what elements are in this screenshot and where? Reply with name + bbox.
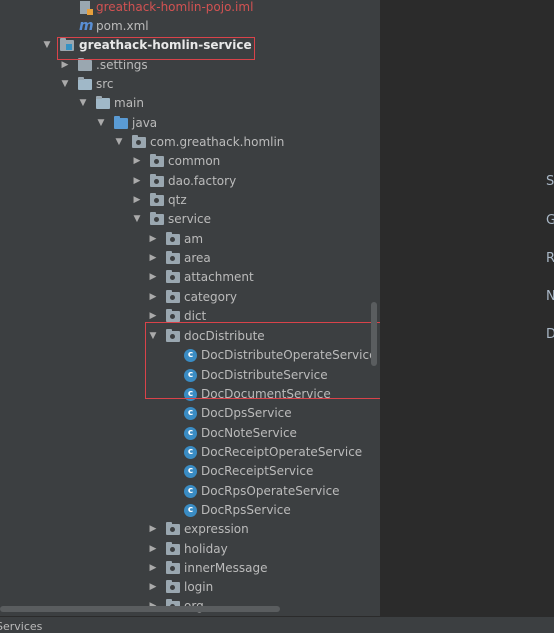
class-icon: c <box>184 407 197 420</box>
iml-file-label: greathack-homlin-pojo.iml <box>96 0 254 14</box>
service-label: service <box>168 212 211 226</box>
pom-file-label: pom.xml <box>96 19 149 33</box>
editor-area: S G R N D <box>380 0 554 616</box>
collapse-arrow-icon[interactable]: ▶ <box>61 60 69 70</box>
package-icon <box>132 135 146 148</box>
package-icon <box>166 251 180 264</box>
collapse-arrow-icon[interactable]: ▶ <box>133 156 141 166</box>
subpackage-label: qtz <box>168 193 187 207</box>
class-label: DocReceiptOperateService <box>201 445 363 459</box>
expand-arrow-icon[interactable]: ▼ <box>43 40 51 50</box>
expand-arrow-icon[interactable]: ▼ <box>61 79 69 89</box>
service-child-label: holiday <box>184 542 228 556</box>
collapse-arrow-icon[interactable]: ▶ <box>149 544 157 554</box>
expand-arrow-icon[interactable]: ▼ <box>115 137 123 147</box>
vertical-scrollbar[interactable] <box>371 302 377 366</box>
package-icon <box>166 290 180 303</box>
service-child-label: attachment <box>184 270 254 284</box>
class-label: DocDocumentService <box>201 387 331 401</box>
service-child-label: innerMessage <box>184 561 268 575</box>
class-label: DocRpsOperateService <box>201 484 340 498</box>
subpackage-label: common <box>168 154 221 168</box>
folder-icon <box>78 58 92 71</box>
project-tree-panel: greathack-homlin-pojo.iml m pom.xml ▼ gr… <box>0 0 380 616</box>
editor-hint-letter: S <box>546 174 554 189</box>
package-icon <box>150 212 164 225</box>
editor-hint-letter: D <box>546 327 554 342</box>
package-icon <box>166 580 180 593</box>
package-icon <box>166 270 180 283</box>
subpackage-label: dao.factory <box>168 174 237 188</box>
src-label: src <box>96 77 114 91</box>
maven-file-icon: m <box>79 18 94 34</box>
collapse-arrow-icon[interactable]: ▶ <box>149 563 157 573</box>
editor-hint-letter: N <box>546 289 554 304</box>
class-label: DocNoteService <box>201 426 297 440</box>
expand-arrow-icon[interactable]: ▼ <box>97 118 105 128</box>
editor-hint-letter: R <box>546 251 554 266</box>
collapse-arrow-icon[interactable]: ▶ <box>133 176 141 186</box>
java-label: java <box>132 116 158 130</box>
service-child-label: area <box>184 251 211 265</box>
package-icon <box>166 232 180 245</box>
collapse-arrow-icon[interactable]: ▶ <box>133 195 141 205</box>
service-child-label: am <box>184 232 204 246</box>
iml-file-icon <box>80 1 93 15</box>
source-folder-icon <box>114 116 128 129</box>
class-icon: c <box>184 388 197 401</box>
class-label: DocReceiptService <box>201 464 314 478</box>
folder-icon <box>78 77 92 90</box>
horizontal-scrollbar[interactable] <box>0 606 280 612</box>
collapse-arrow-icon[interactable]: ▶ <box>149 234 157 244</box>
package-icon <box>166 329 180 342</box>
class-label: DocRpsService <box>201 503 291 517</box>
class-icon: c <box>184 349 197 362</box>
class-icon: c <box>184 446 197 459</box>
class-icon: c <box>184 485 197 498</box>
expand-arrow-icon[interactable]: ▼ <box>133 214 141 224</box>
package-icon <box>150 154 164 167</box>
bottom-tool-bar: Services <box>0 616 554 633</box>
package-icon <box>150 174 164 187</box>
editor-hint-letter: G <box>546 213 554 228</box>
class-icon: c <box>184 369 197 382</box>
collapse-arrow-icon[interactable]: ▶ <box>149 272 157 282</box>
collapse-arrow-icon[interactable]: ▶ <box>149 582 157 592</box>
package-label: com.greathack.homlin <box>150 135 285 149</box>
package-icon <box>150 193 164 206</box>
package-icon <box>166 542 180 555</box>
class-label: DocDpsService <box>201 406 292 420</box>
class-icon: c <box>184 465 197 478</box>
expand-arrow-icon[interactable]: ▼ <box>79 98 87 108</box>
services-tab-label[interactable]: Services <box>0 620 43 633</box>
module-folder-icon <box>60 38 74 51</box>
class-label: DocDistributeService <box>201 368 328 382</box>
class-icon: c <box>184 504 197 517</box>
collapse-arrow-icon[interactable]: ▶ <box>149 292 157 302</box>
service-child-label: category <box>184 290 238 304</box>
module-label: greathack-homlin-service <box>79 38 252 52</box>
service-child-label: login <box>184 580 214 594</box>
collapse-arrow-icon[interactable]: ▶ <box>149 253 157 263</box>
main-label: main <box>114 96 144 110</box>
service-child-label: expression <box>184 522 249 536</box>
collapse-arrow-icon[interactable]: ▶ <box>149 311 157 321</box>
collapse-arrow-icon[interactable]: ▶ <box>149 524 157 534</box>
package-icon <box>166 522 180 535</box>
folder-icon <box>96 96 110 109</box>
class-label: DocDistributeOperateService <box>201 348 377 362</box>
docdistribute-label: docDistribute <box>184 329 265 343</box>
service-child-label: dict <box>184 309 207 323</box>
package-icon <box>166 561 180 574</box>
settings-label: .settings <box>96 58 148 72</box>
package-icon <box>166 309 180 322</box>
expand-arrow-icon[interactable]: ▼ <box>149 331 157 341</box>
class-icon: c <box>184 427 197 440</box>
